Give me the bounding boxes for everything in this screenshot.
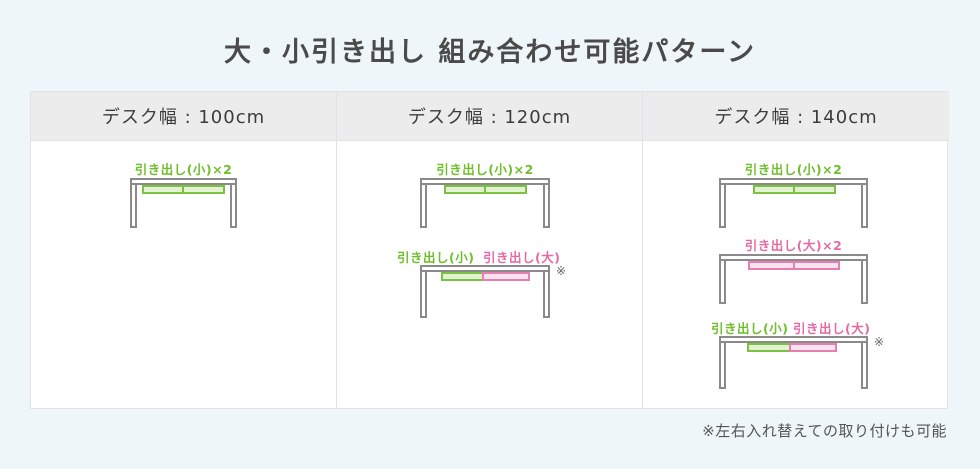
desk-leg-right (543, 272, 550, 318)
desk-leg-left (130, 185, 137, 228)
desk-small-x2: 引き出し(小)×2 (420, 159, 550, 229)
desk-top (130, 178, 237, 185)
drawer-label-small: 引き出し(小)×2 (436, 162, 534, 177)
column-100cm: デスク幅 : 100cm 引き出し(小)×2 (31, 92, 337, 408)
drawer-label-large: 引き出し(大) (793, 321, 871, 336)
footnote: ※左右入れ替えての取り付けも可能 (702, 422, 947, 440)
drawer-large (793, 261, 840, 270)
desk-top (719, 178, 868, 185)
desk-leg-left (719, 343, 726, 389)
pattern-table: デスク幅 : 100cm 引き出し(小)×2 デスク幅 : 120cm 引き出し… (30, 91, 949, 409)
drawer-large (748, 261, 795, 270)
drawer-large (482, 272, 530, 281)
note-mark: ※ (556, 264, 567, 278)
drawer-small (182, 185, 225, 194)
drawer-label-large: 引き出し(大) (483, 250, 561, 265)
drawer-label-small: 引き出し(小) (397, 250, 475, 265)
column-header: デスク幅 : 140cm (643, 92, 949, 141)
desk-leg-right (230, 185, 237, 228)
drawer-small (747, 343, 791, 352)
page-title: 大・小引き出し 組み合わせ可能パターン (223, 37, 757, 68)
drawer-label-small: 引き出し(小)×2 (744, 162, 843, 177)
desk-leg-right (861, 343, 868, 389)
drawer-small (484, 185, 527, 194)
drawer-label-large: 引き出し(大)×2 (744, 238, 843, 253)
column-140cm: デスク幅 : 140cm 引き出し(小)×2 引き出し(大)×2 引き出し(小)… (643, 92, 949, 408)
desk-large-x2: 引き出し(大)×2 (719, 235, 868, 305)
drawer-label-small: 引き出し(小)×2 (134, 162, 233, 177)
column-120cm: デスク幅 : 120cm 引き出し(小)×2 引き出し(小) 引き出し(大) ※ (337, 92, 643, 408)
note-mark: ※ (874, 335, 885, 349)
drawer-small (793, 185, 836, 194)
desk-leg-left (719, 185, 726, 228)
column-header: デスク幅 : 100cm (31, 92, 336, 141)
desk-leg-right (861, 185, 868, 228)
drawer-small (142, 185, 184, 194)
desk-top (719, 254, 868, 261)
desk-top (420, 265, 550, 272)
desk-leg-right (861, 261, 868, 304)
drawer-small (441, 272, 484, 281)
desk-leg-right (543, 185, 550, 228)
desk-leg-left (420, 185, 427, 228)
desk-small-large: 引き出し(小) 引き出し(大) ※ (397, 247, 577, 319)
column-header: デスク幅 : 120cm (337, 92, 642, 141)
desk-leg-left (420, 272, 427, 318)
drawer-small (444, 185, 486, 194)
drawer-label-small: 引き出し(小) (711, 321, 789, 336)
desk-small-x2: 引き出し(小)×2 (719, 159, 868, 229)
desk-small-large: 引き出し(小) 引き出し(大) ※ (711, 318, 891, 390)
desk-leg-left (719, 261, 726, 304)
desk-top (420, 178, 550, 185)
desk-top (719, 336, 868, 343)
drawer-small (753, 185, 795, 194)
drawer-large (789, 343, 837, 352)
desk-small-x2: 引き出し(小)×2 (130, 159, 237, 229)
